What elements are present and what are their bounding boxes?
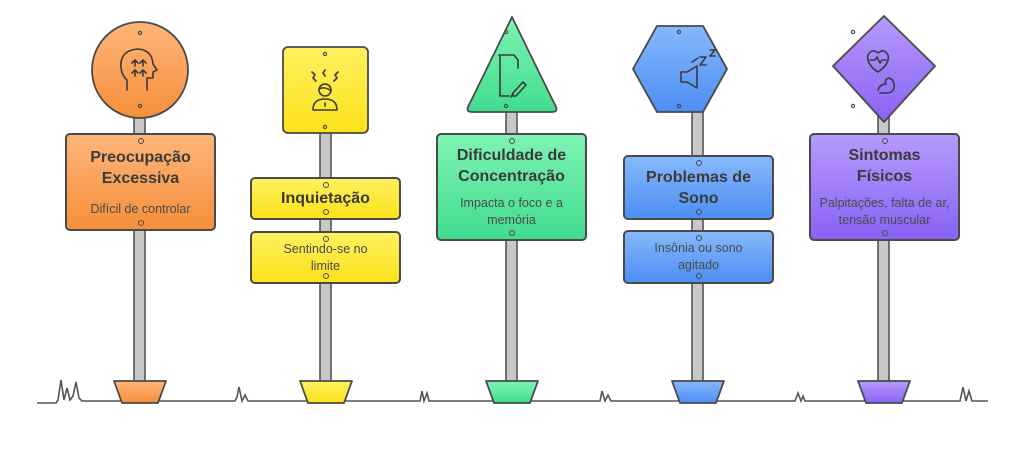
sign-base <box>299 380 353 404</box>
sign-base <box>857 380 911 404</box>
sign-board-concentracao: Dificuldade de Concentração Impacta o fo… <box>436 133 587 241</box>
sign-title: Dificuldade de Concentração <box>456 147 567 185</box>
sign-base <box>113 380 167 404</box>
sleep-zzz-icon <box>680 49 716 89</box>
sign-description: Insônia ou sono agitado <box>654 241 743 272</box>
sign-subboard-sono: Insônia ou sono agitado <box>623 230 774 284</box>
sign-board-preocupacao: Preocupação Excessiva Difícil de control… <box>65 133 216 231</box>
sign-board-inquietacao: Inquietação <box>250 177 401 220</box>
sign-title: Inquietação <box>281 190 370 207</box>
sign-base <box>485 380 539 404</box>
sign-board-sono: Problemas de Sono <box>623 155 774 220</box>
sign-subboard-inquietacao: Sentindo-se no limite <box>250 231 401 284</box>
sign-board-sintomas: Sintomas Físicos Palpitações, falta de a… <box>809 133 960 241</box>
sign-description: Sentindo-se no limite <box>283 241 368 273</box>
ground-line <box>37 379 988 404</box>
sign-description: Palpitações, falta de ar, tensão muscula… <box>819 196 950 227</box>
sign-head-triangle <box>466 16 558 113</box>
sign-head-hexagon <box>632 25 728 113</box>
head-arrows-icon <box>120 48 158 91</box>
sign-head-square <box>282 46 369 134</box>
sign-title: Problemas de Sono <box>646 168 751 207</box>
sign-head-circle <box>91 21 189 119</box>
stressed-person-icon <box>311 69 339 111</box>
sign-title: Preocupação Excessiva <box>90 148 191 187</box>
sign-description: Impacta o foco e a memória <box>460 196 563 227</box>
sign-title: Sintomas Físicos <box>848 147 921 185</box>
document-pen-icon <box>498 54 527 98</box>
sign-head-diamond <box>832 15 936 123</box>
sign-base <box>671 380 725 404</box>
sign-description: Difícil de controlar <box>90 201 191 216</box>
heart-muscle-icon <box>866 50 895 94</box>
